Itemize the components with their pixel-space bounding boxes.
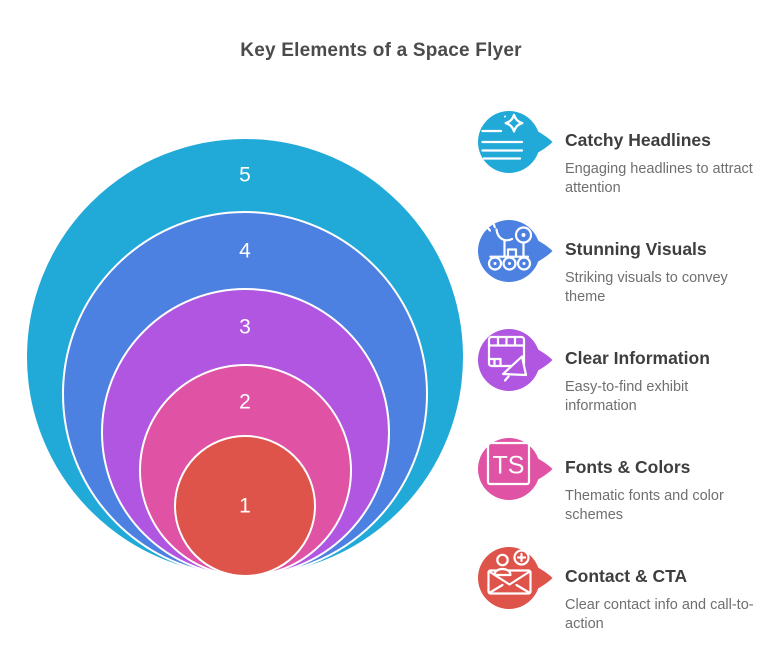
legend-item-title: Clear Information	[565, 348, 710, 368]
circle-level-1	[174, 435, 316, 577]
billboard-megaphone-icon	[478, 329, 553, 391]
circle-number-3: 3	[239, 315, 251, 339]
ts-letters: TS	[493, 452, 525, 480]
legend-item-title: Catchy Headlines	[565, 130, 711, 150]
circle-number-1: 1	[239, 494, 251, 518]
headlines-sparkle-icon	[478, 111, 553, 173]
circle-number-5: 5	[239, 163, 251, 187]
legend-item-catchy-headlines: Catchy Headlines Engaging headlines to a…	[470, 111, 768, 221]
moon-rover-icon	[478, 220, 553, 282]
legend-item-title: Fonts & Colors	[565, 457, 691, 477]
legend-item-contact-cta: Contact & CTA Clear contact info and cal…	[470, 547, 768, 657]
legend-item-description: Clear contact info and call-to- action	[565, 597, 754, 632]
legend-item-fonts-colors: TS Fonts & Colors Thematic fonts and col…	[470, 438, 768, 548]
legend-item-description: Striking visuals to convey theme	[565, 270, 728, 305]
legend-item-description: Engaging headlines to attract attention	[565, 161, 753, 196]
page-title: Key Elements of a Space Flyer	[240, 40, 522, 61]
legend-item-title: Stunning Visuals	[565, 239, 707, 259]
legend-item-stunning-visuals: Stunning Visuals Striking visuals to con…	[470, 220, 768, 330]
legend-item-title: Contact & CTA	[565, 566, 688, 586]
contact-envelope-icon	[478, 547, 553, 609]
legend-item-clear-information: Clear Information Easy-to-find exhibit i…	[470, 329, 768, 439]
circle-number-4: 4	[239, 239, 251, 263]
legend-item-description: Easy-to-find exhibit information	[565, 379, 689, 414]
ts-typography-icon: TS	[478, 438, 553, 500]
legend-item-description: Thematic fonts and color schemes	[565, 488, 724, 523]
circle-number-2: 2	[239, 390, 251, 414]
